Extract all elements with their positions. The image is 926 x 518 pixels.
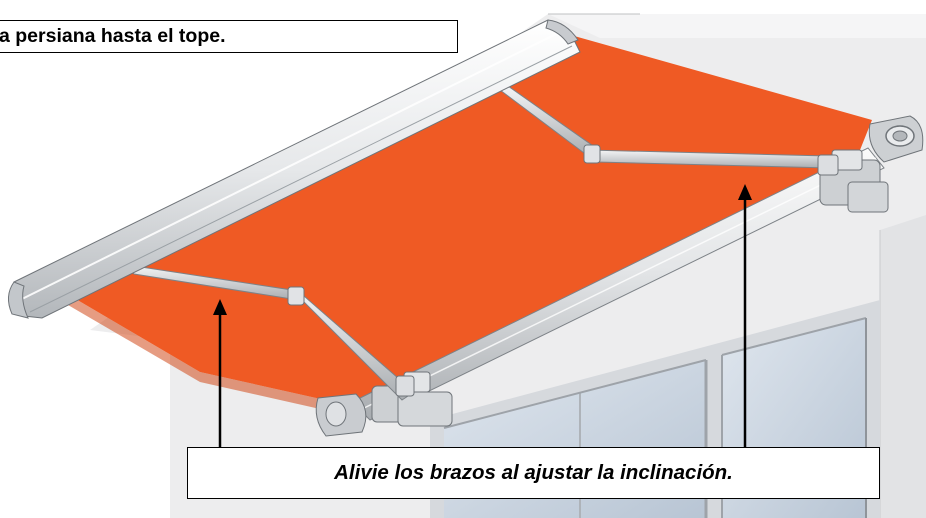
- callout-bottom-text: Alivie los brazos al ajustar la inclinac…: [334, 461, 733, 484]
- awning-fabric: [60, 32, 872, 410]
- callout-top-text: a persiana hasta el tope.: [0, 25, 226, 47]
- end-cap-left: [315, 393, 367, 437]
- callout-top: a persiana hasta el tope.: [0, 20, 458, 53]
- end-cap-right: [868, 115, 924, 163]
- callout-bottom: Alivie los brazos al ajustar la inclinac…: [187, 447, 880, 499]
- folding-arm-right: [499, 85, 839, 176]
- arrow-left-head: [213, 299, 227, 315]
- folding-arm-left: [126, 264, 415, 401]
- front-bar: [8, 19, 581, 319]
- pointer-arrows: [213, 184, 752, 447]
- arrow-right-head: [738, 184, 752, 200]
